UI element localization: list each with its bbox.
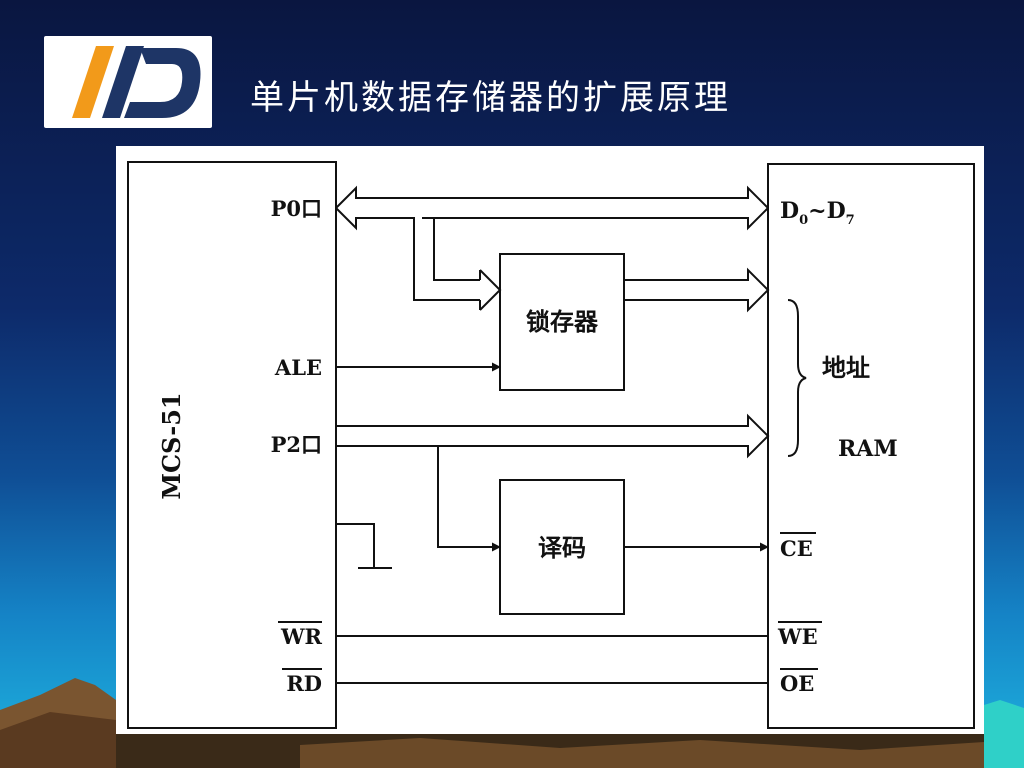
logo-mark-icon <box>72 46 201 118</box>
data-bus-sub0: 0 <box>799 213 808 228</box>
latch-label: 锁存器 <box>526 307 599 336</box>
we-label: WE <box>777 624 818 649</box>
latch-block <box>499 253 625 391</box>
mcu-label: MCS-51 <box>157 392 186 499</box>
p0-data-bus-lower <box>335 207 480 301</box>
ground-highlight <box>300 738 984 768</box>
p0-port-label: P0口 <box>271 196 322 221</box>
data-bus-d7-letter: D <box>827 198 846 224</box>
p2-to-decoder-line <box>437 446 501 552</box>
address-brace <box>787 299 807 457</box>
mountain-left-shadow <box>0 712 116 768</box>
oe-label: OE <box>780 671 814 696</box>
memory-expansion-diagram: MCS-51 P0口 ALE P2口 WR RD 锁存器 译码 D0~D7 地址… <box>127 161 975 729</box>
data-bus-label: D0~D7 <box>780 198 855 228</box>
ale-label: ALE <box>274 355 322 380</box>
p0-to-latch-inner <box>433 218 480 281</box>
data-bus-d0-letter: D <box>780 198 799 224</box>
ram-block <box>767 163 975 729</box>
logo-stripe-orange <box>72 46 114 118</box>
ce-label: CE <box>780 536 813 561</box>
rd-label: RD <box>286 671 322 696</box>
p2-port-label: P2口 <box>271 432 322 457</box>
address-label: 地址 <box>822 353 870 382</box>
p0-data-bus-upper <box>335 185 769 209</box>
ram-label: RAM <box>838 436 898 462</box>
mountain-right <box>984 700 1024 768</box>
p0-to-latch-arrow <box>479 269 502 311</box>
data-bus-sub7: 7 <box>846 213 855 228</box>
logo-stripe-navy <box>102 46 144 118</box>
decoder-label: 译码 <box>538 533 586 562</box>
wr-label: WR <box>280 624 323 649</box>
latch-address-bus <box>624 267 770 313</box>
logo-letter-d <box>124 48 201 118</box>
data-bus-tilde: ~ <box>808 198 826 224</box>
ea-ground-line <box>336 523 375 568</box>
diagram-panel: MCS-51 P0口 ALE P2口 WR RD 锁存器 译码 D0~D7 地址… <box>116 146 984 734</box>
slide-title: 单片机数据存储器的扩展原理 <box>250 78 731 118</box>
p0-data-bus-lower-b <box>422 207 769 231</box>
p2-address-bus <box>336 413 770 459</box>
logo <box>44 36 212 128</box>
